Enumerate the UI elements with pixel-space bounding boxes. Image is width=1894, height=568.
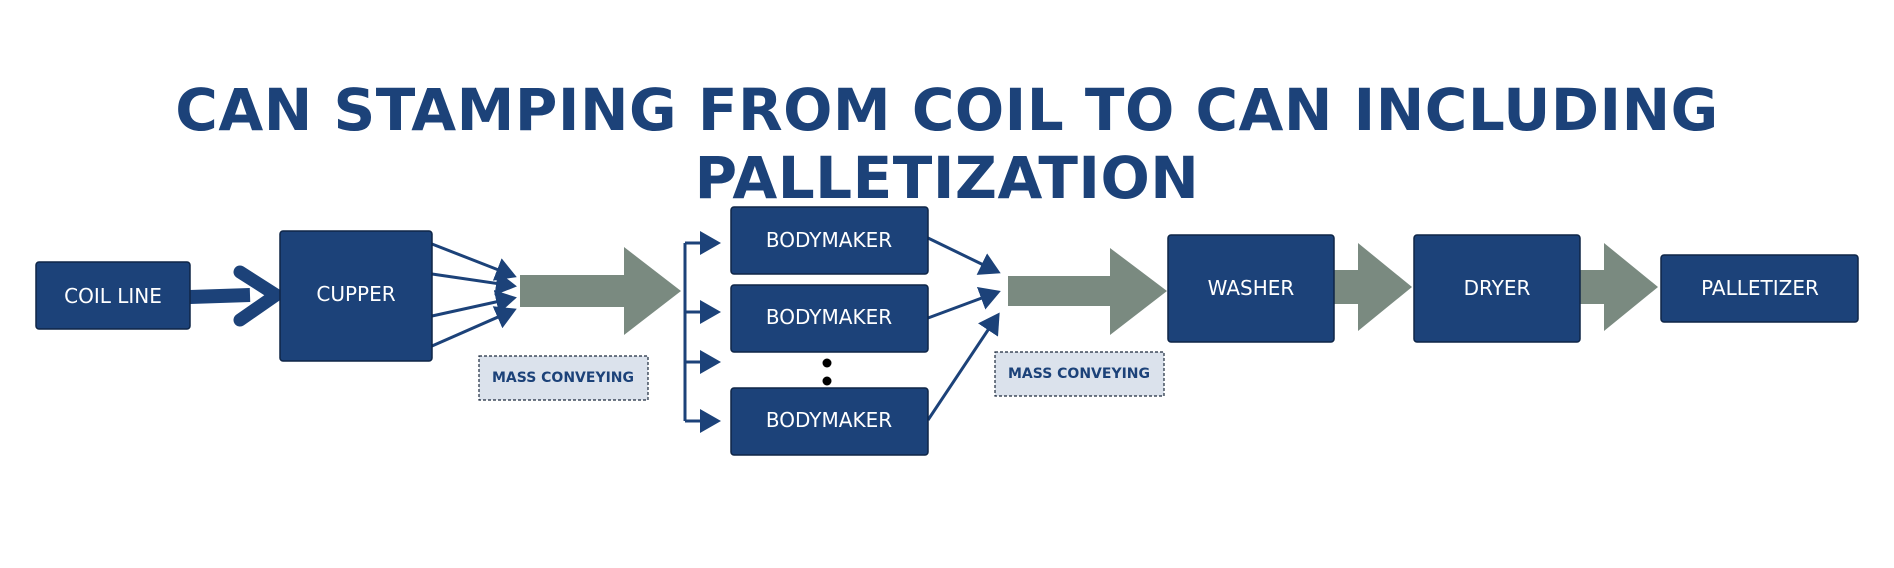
- washer-node: WASHER: [1167, 234, 1335, 343]
- bodymaker-distribution-arrows: [683, 231, 721, 433]
- mass-conveying-arrow-1: [520, 247, 681, 335]
- mass-conveying-label-1: MASS CONVEYING: [478, 355, 649, 401]
- mass-conveying-label-2: MASS CONVEYING: [994, 351, 1165, 397]
- palletizer-label: PALLETIZER: [1701, 276, 1819, 300]
- bodymaker-label-3: BODYMAKER: [766, 408, 892, 432]
- bodymaker-label-2: BODYMAKER: [766, 305, 892, 329]
- coil-line-node: COIL LINE: [35, 261, 191, 330]
- bodymaker-node-3: BODYMAKER: [730, 387, 929, 456]
- mass-conveying-arrow-2: [1008, 248, 1167, 335]
- washer-to-dryer-arrow: [1334, 243, 1412, 331]
- dryer-node: DRYER: [1413, 234, 1581, 343]
- mass-conveying-text-1: MASS CONVEYING: [492, 370, 634, 386]
- cupper-node: CUPPER: [279, 230, 433, 362]
- bodymaker-node-1: BODYMAKER: [730, 206, 929, 275]
- bodymaker-label-1: BODYMAKER: [766, 228, 892, 252]
- more-bodymakers-dots: [822, 358, 832, 386]
- bodymaker-merge-arrows: [926, 236, 1001, 421]
- mass-conveying-text-2: MASS CONVEYING: [1008, 366, 1150, 382]
- dryer-label: DRYER: [1464, 276, 1531, 300]
- bodymaker-node-2: BODYMAKER: [730, 284, 929, 353]
- washer-label: WASHER: [1208, 276, 1295, 300]
- coil-line-label: COIL LINE: [64, 284, 162, 308]
- palletizer-node: PALLETIZER: [1660, 254, 1859, 323]
- page-title: CAN STAMPING FROM COIL TO CAN INCLUDING …: [175, 76, 1719, 212]
- cupper-fanout-arrows: [431, 242, 517, 348]
- coil-to-cupper-arrow: [189, 265, 283, 327]
- cupper-label: CUPPER: [316, 282, 395, 306]
- dryer-to-palletizer-arrow: [1580, 243, 1658, 331]
